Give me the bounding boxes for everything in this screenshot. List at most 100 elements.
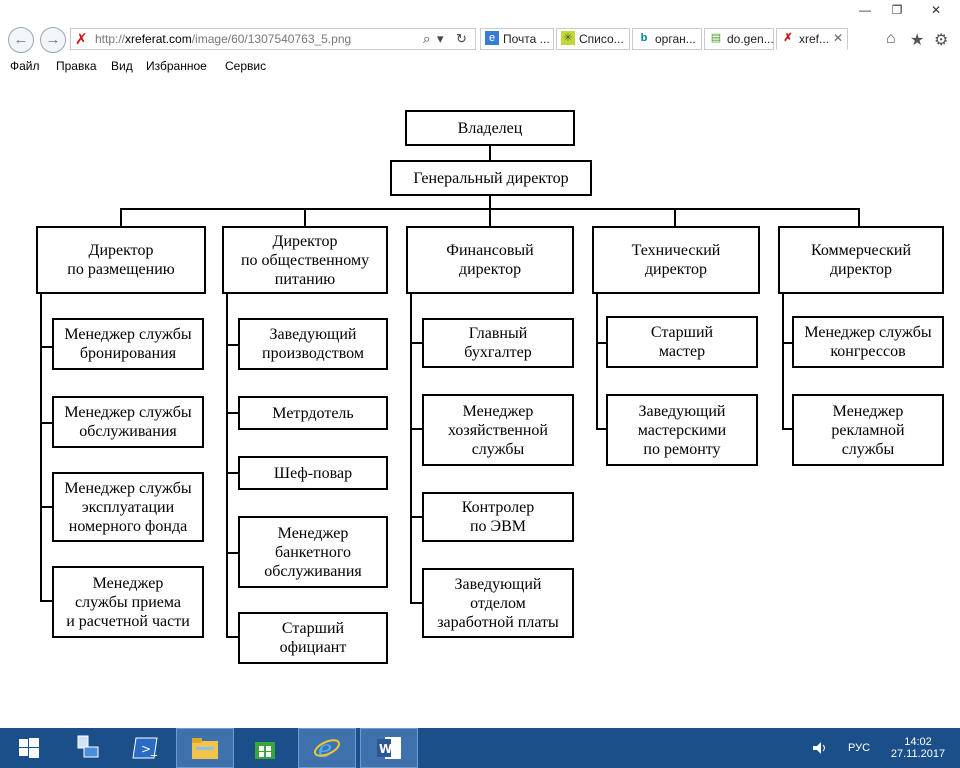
start-button[interactable] [0, 728, 58, 768]
connector-line [410, 342, 422, 344]
back-arrow-icon: ← [13, 31, 29, 48]
store-icon [255, 742, 275, 759]
tab-do-gen[interactable]: ▤ do.gen... [704, 28, 774, 50]
connector-line [782, 342, 794, 344]
subordinate-box: Заведующий мастерскими по ремонту [606, 394, 758, 466]
org-chart-image: Владелец Генеральный директор Директор п… [0, 76, 960, 728]
volume-icon[interactable] [812, 728, 828, 768]
tab-xreferat[interactable]: ✗ xref... ✕ [776, 28, 848, 50]
connector-line [226, 472, 238, 474]
subordinate-box: Менеджер службы бронирования [52, 318, 204, 370]
connector-line [410, 602, 422, 604]
subordinate-box: Шеф-повар [238, 456, 388, 490]
connector-line [226, 636, 238, 638]
language-indicator[interactable]: РУС [848, 742, 871, 754]
taskbar-word[interactable]: W [360, 728, 418, 768]
tab-bing[interactable]: b орган... [632, 28, 702, 50]
director-technical-box: Технический директор [592, 226, 760, 294]
tab-mail[interactable]: e Почта ... [480, 28, 554, 50]
connector-line [226, 552, 238, 554]
favorites-star-icon[interactable]: ★ [910, 32, 925, 49]
connector-line [674, 208, 676, 226]
back-button[interactable]: ← [8, 27, 34, 53]
settings-gear-icon[interactable]: ⚙ [934, 32, 949, 49]
bing-icon: b [640, 32, 648, 44]
taskbar-internet-explorer[interactable]: e [298, 728, 356, 768]
connector-line [596, 428, 608, 430]
tab-list[interactable]: ✳ Списо... [556, 28, 630, 50]
windows-logo-icon [19, 738, 39, 758]
connector-line [858, 208, 860, 226]
powershell-icon: >_ [132, 737, 158, 759]
url-prefix: http:// [95, 32, 126, 46]
taskbar-file-explorer[interactable] [176, 728, 234, 768]
url-path: /image/60/1307540763_5.png [191, 32, 352, 46]
subordinate-box: Контролер по ЭВМ [422, 492, 574, 542]
menu-file[interactable]: Файл [10, 59, 40, 73]
menu-favorites[interactable]: Избранное [146, 59, 207, 73]
title-bar: — ❐ ✕ [0, 0, 960, 22]
taskbar-network-app[interactable] [58, 728, 116, 768]
address-bar[interactable]: ✗ http://xreferat.com/image/60/130754076… [70, 28, 476, 50]
restore-button[interactable]: ❐ [891, 3, 903, 17]
address-url[interactable]: http://xreferat.com/image/60/1307540763_… [95, 32, 351, 46]
site-favicon-icon: ✗ [75, 30, 88, 48]
owner-box: Владелец [405, 110, 575, 146]
minimize-button[interactable]: — [859, 3, 871, 17]
svg-text:>_: >_ [141, 742, 158, 756]
clock-time: 14:02 [904, 736, 932, 748]
home-icon[interactable]: ⌂ [886, 30, 896, 47]
connector-line [410, 428, 422, 430]
subordinate-box: Главный бухгалтер [422, 318, 574, 368]
connector-line [120, 208, 122, 226]
svg-text:W: W [379, 742, 392, 756]
subordinate-box: Менеджер службы обслуживания [52, 396, 204, 448]
menu-view[interactable]: Вид [111, 59, 133, 73]
clock-date: 27.11.2017 [890, 748, 946, 760]
connector-line [40, 294, 42, 602]
close-window-button[interactable]: ✕ [930, 3, 942, 17]
connector-line [489, 144, 491, 162]
connector-line [489, 208, 491, 226]
connector-line [40, 422, 52, 424]
director-accommodation-box: Директор по размещению [36, 226, 206, 294]
tab-label: xref... [799, 32, 830, 46]
taskbar-store[interactable] [236, 728, 294, 768]
connector-line [489, 194, 491, 210]
clock[interactable]: 14:02 27.11.2017 [886, 728, 950, 768]
subordinate-box: Менеджер службы приема и расчетной части [52, 566, 204, 638]
taskbar-powershell[interactable]: >_ [116, 728, 174, 768]
search-icon[interactable]: ⌕ [423, 31, 431, 46]
tab-close-icon[interactable]: ✕ [832, 31, 843, 45]
taskbar: >_ e W РУС 14:02 27.11.2017 [0, 728, 960, 768]
subordinate-box: Менеджер банкетного обслуживания [238, 516, 388, 588]
subordinate-box: Заведующий отделом заработной платы [422, 568, 574, 638]
subordinate-box: Заведующий производством [238, 318, 388, 370]
tab-label: Почта ... [503, 32, 550, 46]
menu-bar: Файл Правка Вид Избранное Сервис [0, 58, 960, 76]
menu-edit[interactable]: Правка [56, 59, 97, 73]
word-icon: W [377, 737, 401, 759]
connector-line [40, 346, 52, 348]
svg-text:e: e [318, 735, 332, 763]
general-director-box: Генеральный директор [390, 160, 592, 196]
forward-button[interactable]: → [40, 27, 66, 53]
refresh-icon[interactable]: ↻ [456, 31, 467, 46]
subordinate-box: Менеджер службы конгрессов [792, 316, 944, 368]
connector-line [40, 506, 52, 508]
tab-label: орган... [655, 32, 696, 46]
db-icon: ▤ [710, 32, 722, 44]
internet-explorer-icon: e [313, 735, 341, 763]
connector-line [596, 294, 598, 430]
subordinate-box: Менеджер хозяйственной службы [422, 394, 574, 466]
xreferat-icon: ✗ [783, 32, 793, 44]
dropdown-icon[interactable]: ▾ [437, 31, 444, 46]
subordinate-box: Менеджер службы эксплуатации номерного ф… [52, 472, 204, 542]
network-icon [77, 735, 99, 758]
connector-line [410, 516, 422, 518]
file-explorer-icon [192, 738, 218, 759]
menu-tools[interactable]: Сервис [225, 59, 267, 73]
connector-line [782, 294, 784, 430]
connector-line [226, 412, 238, 414]
mail-icon: e [485, 31, 499, 45]
